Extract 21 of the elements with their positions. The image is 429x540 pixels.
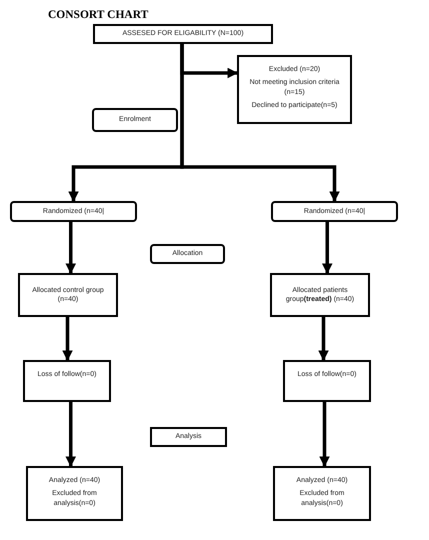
arrow	[322, 222, 332, 274]
arrow	[62, 317, 73, 362]
arrow	[66, 222, 76, 274]
process-box	[23, 360, 111, 402]
rounded-box	[10, 201, 137, 222]
arrow	[318, 317, 329, 362]
arrow	[66, 402, 76, 468]
arrow	[319, 402, 330, 468]
chart-title: CONSORT CHART	[48, 9, 148, 21]
process-box	[273, 466, 371, 521]
arrow	[180, 44, 340, 202]
process-box	[93, 24, 273, 44]
process-box	[283, 360, 371, 402]
process-box	[26, 466, 123, 521]
rounded-box	[150, 244, 225, 264]
process-box	[150, 427, 227, 447]
process-box	[270, 273, 370, 317]
rounded-box	[92, 108, 178, 132]
process-box	[237, 55, 352, 124]
rounded-box	[271, 201, 398, 222]
process-box	[18, 273, 118, 317]
